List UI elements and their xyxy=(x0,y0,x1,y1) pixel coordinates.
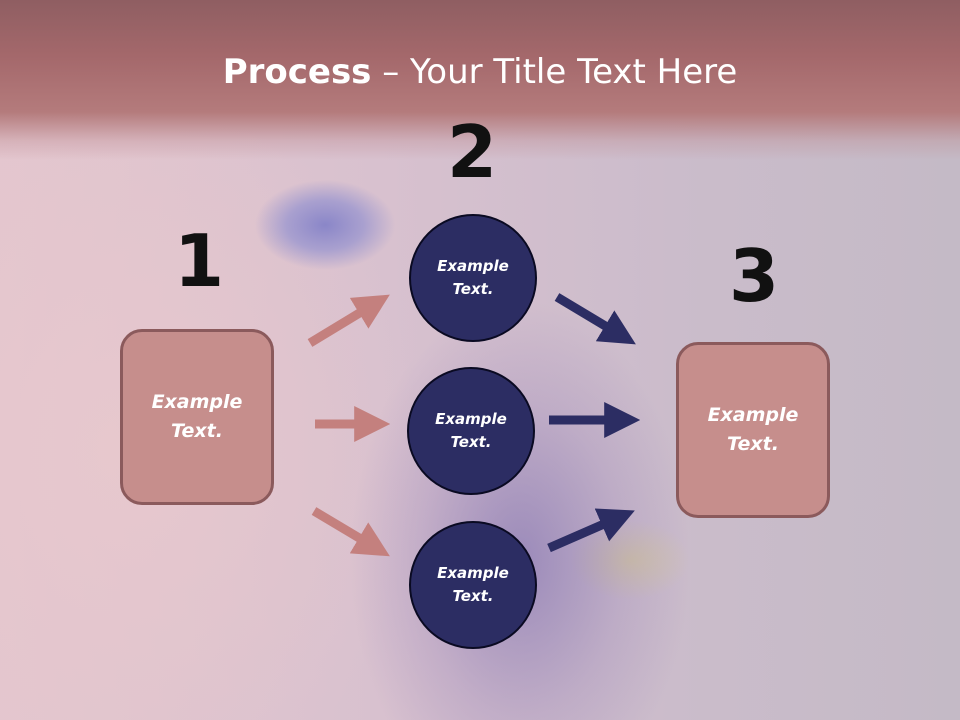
circle-top[interactable]: Example Text. xyxy=(409,214,537,342)
title-rest: – Your Title Text Here xyxy=(371,52,738,92)
arrow-left-to-bottom xyxy=(311,507,390,557)
step-number-2: 2 xyxy=(446,110,498,194)
slide-title: Process – Your Title Text Here xyxy=(0,52,960,92)
circle-middle-label: Example Text. xyxy=(435,410,507,451)
arrow-bottom-to-right xyxy=(547,508,635,553)
step-number-1: 1 xyxy=(173,219,225,303)
right-box-label: Example Text. xyxy=(707,404,799,455)
title-bold: Process xyxy=(222,52,372,92)
circle-middle[interactable]: Example Text. xyxy=(407,367,535,495)
left-box[interactable]: Example Text. xyxy=(120,329,274,505)
circle-bottom-label: Example Text. xyxy=(437,564,509,605)
arrow-left-to-top xyxy=(307,294,390,347)
right-box[interactable]: Example Text. xyxy=(676,342,830,518)
title-band xyxy=(0,0,960,160)
arrow-top-to-right xyxy=(554,293,636,345)
circle-bottom[interactable]: Example Text. xyxy=(409,521,537,649)
circle-top-label: Example Text. xyxy=(437,257,509,298)
step-number-3: 3 xyxy=(728,234,780,318)
left-box-label: Example Text. xyxy=(151,391,243,442)
